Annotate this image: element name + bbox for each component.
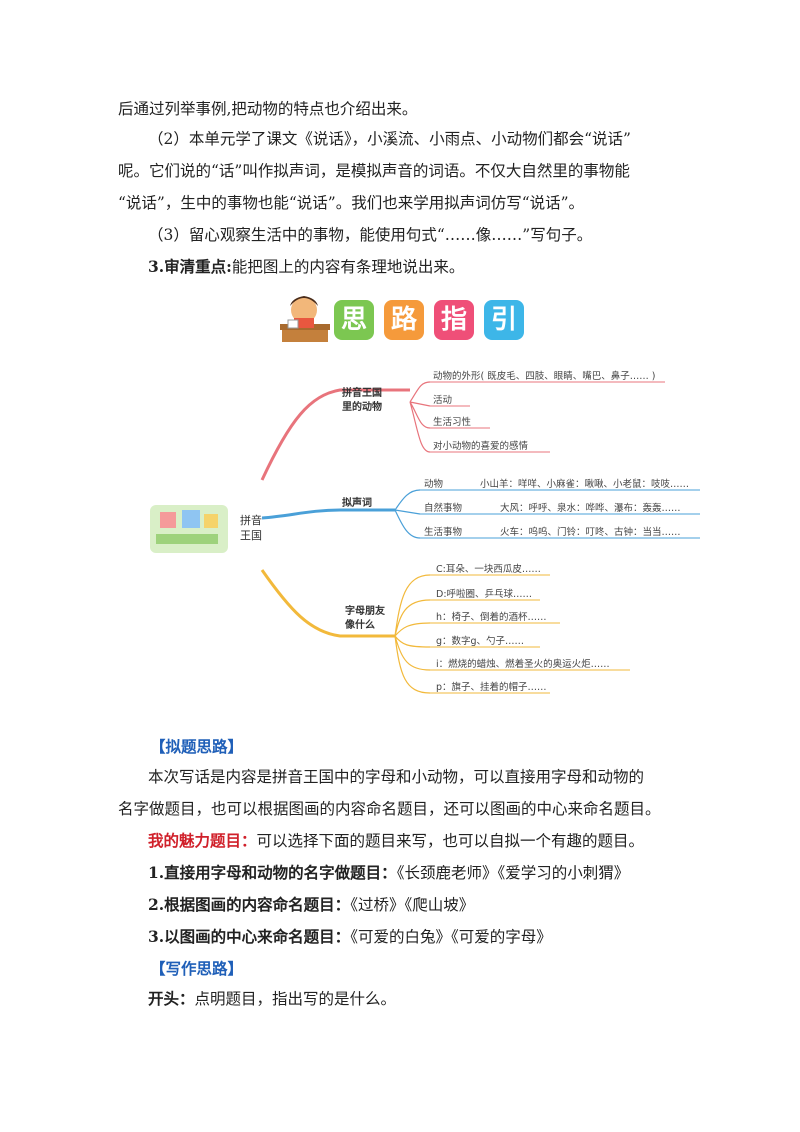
letter-item: C:耳朵、一块西瓜皮…… [436, 563, 541, 575]
branch-item: 动物的外形( 既皮毛、四肢、眼睛、嘴巴、鼻子…… ) [433, 370, 655, 382]
section-heading: 【写作思路】 [150, 959, 244, 978]
paragraph-line: （2）本单元学了课文《说话》，小溪流、小雨点、小动物们都会“说话” [148, 130, 631, 148]
onomatopoeia-examples: 小山羊：咩咩、小麻雀：啾啾、小老鼠：吱吱…… [480, 478, 689, 490]
section-heading: 【拟题思路】 [150, 737, 244, 756]
key-point-line: 3.审清重点:能把图上的内容有条理地说出来。 [148, 256, 718, 278]
mind-map: 拼音 王国 拼音王国 里的动物 动物的外形( 既皮毛、四肢、眼睛、嘴巴、鼻子……… [150, 370, 700, 694]
title-option-label: 3.以图画的中心来命名题目： [148, 927, 351, 946]
branch-line [261, 508, 395, 520]
branch-line [260, 569, 395, 638]
onomatopoeia-examples: 大风：呼呼、泉水：哗哗、瀑布：轰轰…… [500, 502, 681, 514]
banner-char: 引 [484, 300, 524, 340]
title-option-text: 《长颈鹿老师》《爱学习的小刺猬》 [396, 864, 630, 882]
paragraph-line: 呢。它们说的“话”叫作拟声词，是模拟声音的词语。不仅大自然里的事物能 [118, 162, 630, 180]
branch-connector [394, 489, 421, 539]
title-option-text: 《过桥》《爬山坡》 [350, 896, 475, 914]
center-label: 王国 [240, 529, 262, 542]
branch-label: 像什么 [344, 618, 375, 631]
banner-char: 路 [384, 300, 424, 340]
branch-connector [394, 574, 431, 694]
branch-line [260, 388, 410, 481]
branch-label: 拟声词 [342, 496, 372, 509]
key-point-text: 能把图上的内容有条理地说出来。 [231, 258, 465, 276]
letter-item: D:呼啦圈、乒乓球…… [436, 588, 532, 600]
branch-item: 对小动物的喜爱的感情 [433, 440, 529, 452]
branch-item: 生活习性 [433, 416, 472, 428]
onomatopoeia-category: 自然事物 [424, 502, 463, 514]
title-option: 3.以图画的中心来命名题目：《可爱的白兔》《可爱的字母》 [148, 926, 718, 948]
branch-label: 字母朋友 [345, 604, 385, 617]
opening-label: 开头： [148, 989, 195, 1008]
title-option-label: 2.根据图画的内容命名题目： [148, 895, 351, 914]
banner-char: 思 [334, 300, 374, 340]
letter-item: i：燃烧的蜡烛、燃着圣火的奥运火炬…… [436, 658, 610, 670]
branch-label: 里的动物 [342, 400, 382, 413]
opening-text: 点明题目，指出写的是什么。 [194, 990, 397, 1008]
letter-item: p：旗子、挂着的帽子…… [436, 681, 547, 693]
paragraph-line: 本次写话是内容是拼音王国中的字母和小动物，可以直接用字母和动物的 [148, 768, 645, 786]
title-option-text: 《可爱的白兔》《可爱的字母》 [350, 928, 552, 946]
branch-connector [409, 381, 431, 453]
charm-label: 我的魅力题目： [148, 831, 257, 850]
branch-label: 拼音王国 [342, 386, 382, 399]
onomatopoeia-category: 动物 [424, 478, 444, 490]
title-option: 2.根据图画的内容命名题目：《过桥》《爬山坡》 [148, 894, 718, 916]
pinyin-kingdom-illustration [150, 505, 228, 553]
title-option-label: 1.直接用字母和动物的名字做题目： [148, 863, 397, 882]
banner-illustration [278, 290, 330, 346]
charm-text: 可以选择下面的题目来写，也可以自拟一个有趣的题目。 [256, 832, 645, 850]
charm-title-line: 我的魅力题目：可以选择下面的题目来写，也可以自拟一个有趣的题目。 [148, 830, 718, 852]
onomatopoeia-examples: 火车：呜呜、门铃：叮咚、古钟：当当…… [500, 526, 681, 538]
title-option: 1.直接用字母和动物的名字做题目：《长颈鹿老师》《爱学习的小刺猬》 [148, 862, 718, 884]
letter-item: h：椅子、倒着的酒杯…… [436, 611, 547, 623]
key-point-label: 3.审清重点: [148, 257, 232, 276]
paragraph-line: 名字做题目，也可以根据图画的内容命名题目，还可以图画的中心来命名题目。 [118, 800, 661, 818]
paragraph-line: 后通过列举事例,把动物的特点也介绍出来。 [118, 100, 418, 118]
onomatopoeia-category: 生活事物 [424, 526, 463, 538]
banner-char: 指 [434, 300, 474, 340]
opening-line: 开头：点明题目，指出写的是什么。 [148, 988, 718, 1010]
paragraph-line: “说话”，生中的事物也能“说话”。我们也来学用拟声词仿写“说话”。 [118, 194, 585, 212]
center-label: 拼音 [240, 513, 262, 527]
branch-item: 活动 [433, 394, 452, 406]
paragraph-line: （3）留心观察生活中的事物，能使用句式“……像……”写句子。 [148, 226, 593, 244]
letter-item: g：数字g、勺子…… [436, 635, 524, 647]
